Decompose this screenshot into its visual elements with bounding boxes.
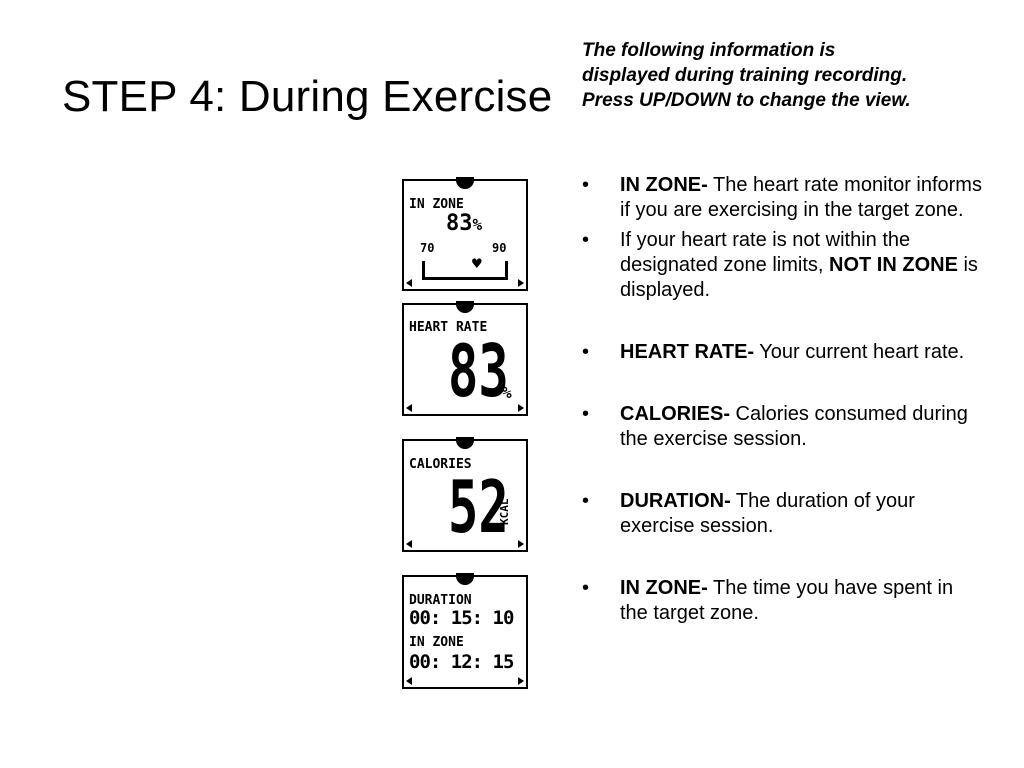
bullet-text: If your heart rate is not within the des… <box>620 229 911 276</box>
lcd-label: CALORIES <box>409 457 472 472</box>
lcd-label: IN ZONE <box>409 197 464 212</box>
bullet-in-zone: IN ZONE- The heart rate monitor informs … <box>582 173 982 223</box>
bullet-term: HEART RATE- <box>620 341 755 363</box>
left-arrow-icon <box>406 404 412 412</box>
lcd-unit: KCAL <box>498 498 511 526</box>
bullet-text: The duration of your exercise session. <box>620 490 915 537</box>
right-arrow-icon <box>518 677 524 685</box>
notch-icon <box>456 437 474 449</box>
bullet-term: IN ZONE- <box>620 577 708 599</box>
watch-screen-calories: CALORIES 52 KCAL <box>402 437 528 552</box>
zone-high: 90 <box>492 241 507 255</box>
bullet-list: IN ZONE- The heart rate monitor informs … <box>582 173 982 626</box>
left-arrow-icon <box>406 279 412 287</box>
lcd-label: HEART RATE <box>409 320 488 335</box>
bullet-term: NOT IN ZONE <box>829 254 958 276</box>
bullet-not-in-zone: If your heart rate is not within the des… <box>582 228 982 303</box>
lcd-unit: % <box>502 383 512 402</box>
bullet-heart-rate: HEART RATE- Your current heart rate. <box>582 340 982 365</box>
heart-icon: ♥ <box>472 254 482 273</box>
lcd-label: DURATION <box>409 593 472 608</box>
bullet-text: Your current heart rate. <box>754 341 965 363</box>
notch-icon <box>456 573 474 585</box>
lcd-label-2: IN ZONE <box>409 635 464 650</box>
bullet-calories: CALORIES- Calories consumed during the e… <box>582 402 982 452</box>
bullet-duration: DURATION- The duration of your exercise … <box>582 489 982 539</box>
right-arrow-icon <box>518 540 524 548</box>
watch-screen-in-zone: IN ZONE 83% 70 90 ♥ <box>402 177 528 291</box>
bullet-text: Calories consumed during the exercise se… <box>620 403 968 450</box>
bullet-text: The time you have spent in the target zo… <box>620 577 954 624</box>
watch-screen-duration: DURATION 00: 15: 10 IN ZONE 00: 12: 15 <box>402 573 528 689</box>
bullet-term: DURATION- <box>620 490 731 512</box>
lcd-value: 83 <box>448 329 509 413</box>
bullet-text: is displayed. <box>620 254 978 301</box>
zone-low: 70 <box>420 241 435 255</box>
right-arrow-icon <box>518 404 524 412</box>
lcd-value: 52 <box>448 465 509 549</box>
right-arrow-icon <box>518 279 524 287</box>
slide-title: STEP 4: During Exercise <box>62 72 553 121</box>
bullet-term: IN ZONE- <box>620 174 708 196</box>
bullet-in-zone-time: IN ZONE- The time you have spent in the … <box>582 576 982 626</box>
notch-icon <box>456 301 474 313</box>
lcd-value: 83% <box>446 211 483 236</box>
notch-icon <box>456 177 474 189</box>
bullet-term: CALORIES- <box>620 403 730 425</box>
left-arrow-icon <box>406 540 412 548</box>
lcd-value: 00: 15: 10 <box>409 607 514 629</box>
bullet-text: The heart rate monitor informs if you ar… <box>620 174 982 221</box>
zone-bar <box>422 261 508 280</box>
left-arrow-icon <box>406 677 412 685</box>
intro-text: The following information is displayed d… <box>582 40 911 111</box>
watch-screen-heart-rate: HEART RATE 83 % <box>402 301 528 416</box>
lcd-value-2: 00: 12: 15 <box>409 651 514 673</box>
